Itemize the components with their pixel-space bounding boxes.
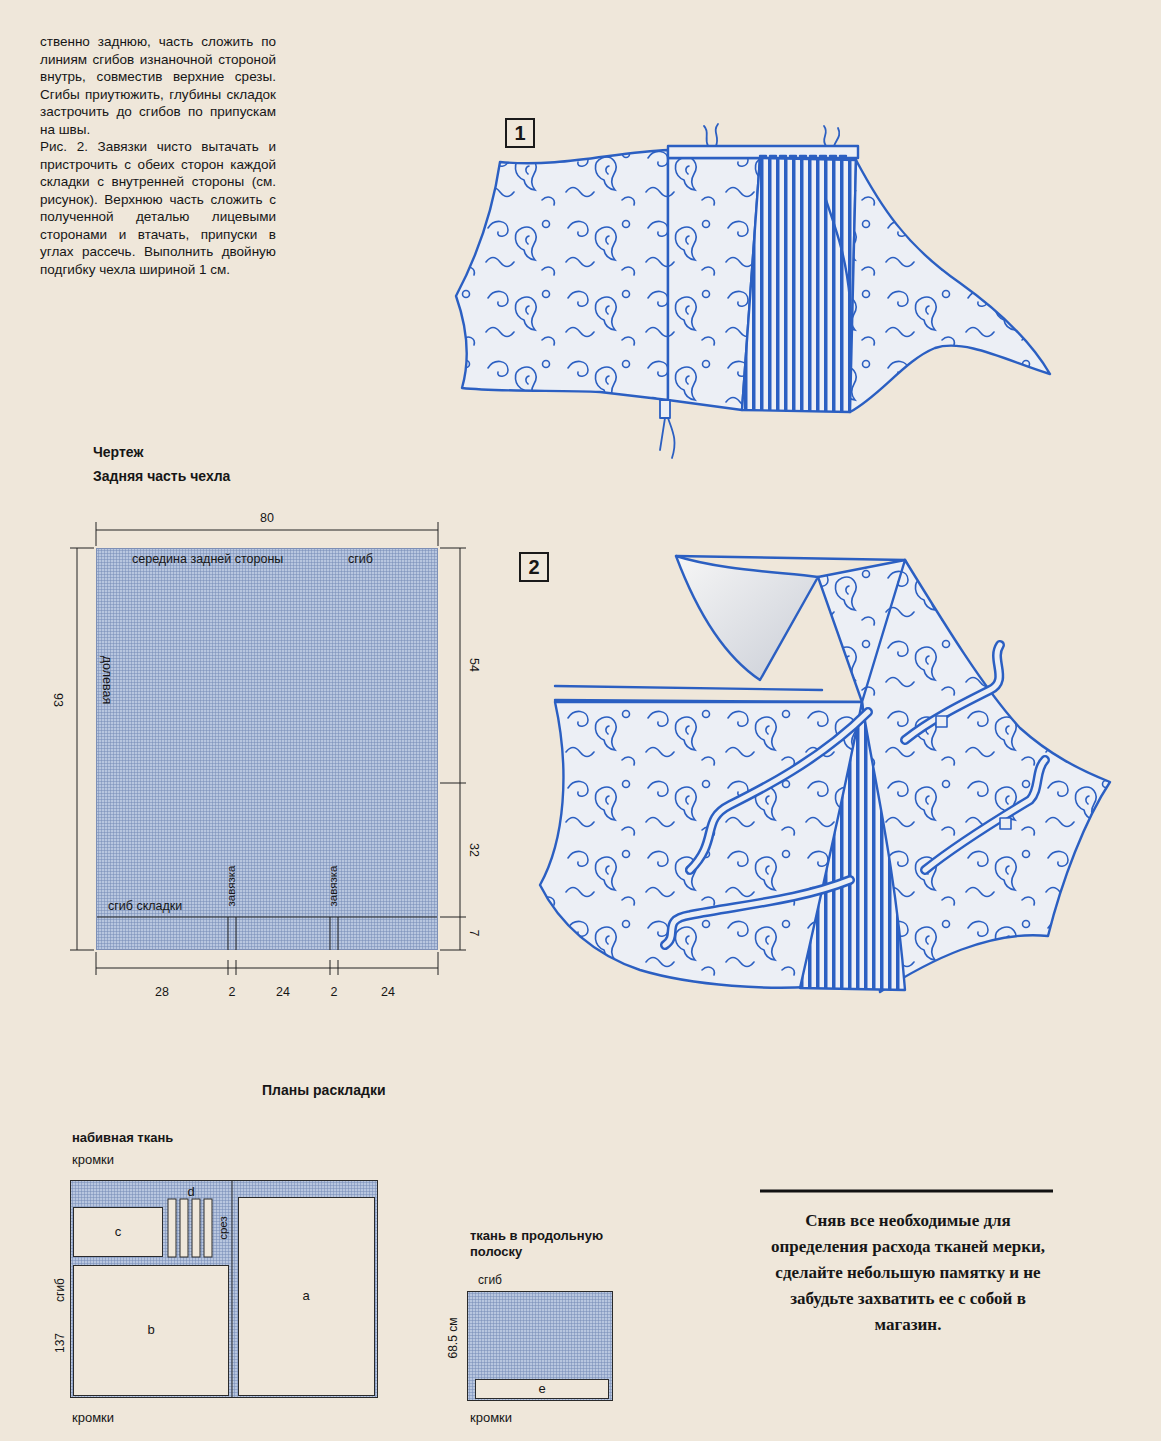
piece-label: завязка bbox=[327, 866, 341, 907]
dimension-label: 2 bbox=[331, 985, 338, 1000]
dimension-label: 80 bbox=[260, 511, 274, 526]
piece-label: сгиб складки bbox=[108, 899, 182, 914]
piece-label: 68.5 см bbox=[446, 1318, 460, 1359]
figure-two-sketch bbox=[540, 556, 1110, 992]
piece-label: d bbox=[187, 1184, 194, 1200]
piece-label: c bbox=[115, 1224, 122, 1240]
tie-strips: d bbox=[166, 1185, 216, 1259]
piece-label: 137 bbox=[53, 1333, 67, 1353]
piece-label: 2 bbox=[528, 555, 539, 579]
piece-label: кромки bbox=[470, 1410, 512, 1426]
body-text: ственно заднюю, часть сложить по линиям … bbox=[40, 33, 276, 138]
piece-label: долевая bbox=[99, 656, 114, 704]
rule-line bbox=[760, 1190, 1053, 1193]
piece-label: кромки bbox=[72, 1152, 114, 1168]
dimension-label: 2 bbox=[229, 985, 236, 1000]
dimension-label: 24 bbox=[381, 985, 395, 1000]
piece-label: сгиб bbox=[478, 1273, 502, 1287]
note-text: Сняв все необходимые для определения рас… bbox=[764, 1208, 1052, 1338]
figure-number-box: 2 bbox=[519, 552, 549, 582]
piece-markings bbox=[97, 549, 439, 951]
piece-label: середина задней стороны bbox=[132, 552, 283, 567]
layout-plan: eткань в продольную полоскусгиб68.5 смкр… bbox=[467, 1291, 613, 1401]
piece-label: сгиб bbox=[348, 552, 373, 567]
piece-label: a bbox=[302, 1288, 309, 1304]
dimension-label: 32 bbox=[466, 843, 481, 857]
dimension-label: 93 bbox=[50, 693, 65, 707]
piece-label: срез bbox=[217, 1216, 231, 1240]
pattern-piece: a bbox=[238, 1197, 375, 1396]
body-text: Рис. 2. Завязки чисто вытачать и пристро… bbox=[40, 138, 276, 278]
layout-heading: ткань в продольную полоску bbox=[470, 1228, 640, 1259]
pattern-piece: c bbox=[73, 1207, 163, 1257]
drawing-heading: Задняя часть чехла bbox=[93, 468, 230, 485]
layout-plan: cdbaнабивная тканькромкисрезсгиб137кромк… bbox=[70, 1180, 378, 1398]
figure-one-sketch bbox=[456, 124, 1050, 458]
piece-label: e bbox=[538, 1381, 545, 1397]
piece-label: завязка bbox=[225, 866, 239, 907]
layout-heading: набивная ткань bbox=[72, 1130, 173, 1146]
piece-label: b bbox=[147, 1322, 154, 1338]
drawing-heading: Чертеж bbox=[93, 444, 143, 461]
piece-label: кромки bbox=[72, 1410, 114, 1426]
figure-number-box: 1 bbox=[505, 118, 535, 148]
pattern-piece: e bbox=[475, 1379, 609, 1399]
piece-label: сгиб bbox=[53, 1278, 67, 1302]
dimension-label: 28 bbox=[155, 985, 169, 1000]
dimension-label: 7 bbox=[466, 930, 481, 937]
pattern-piece: b bbox=[73, 1265, 229, 1396]
dimension-lines bbox=[70, 522, 466, 975]
dimension-label: 24 bbox=[276, 985, 290, 1000]
pattern-drawing: ЧертежЗадняя часть чехласередина задней … bbox=[96, 548, 438, 950]
dimension-label: 54 bbox=[466, 658, 481, 672]
section-heading: Планы раскладки bbox=[262, 1082, 386, 1099]
piece-label: 1 bbox=[514, 121, 525, 145]
